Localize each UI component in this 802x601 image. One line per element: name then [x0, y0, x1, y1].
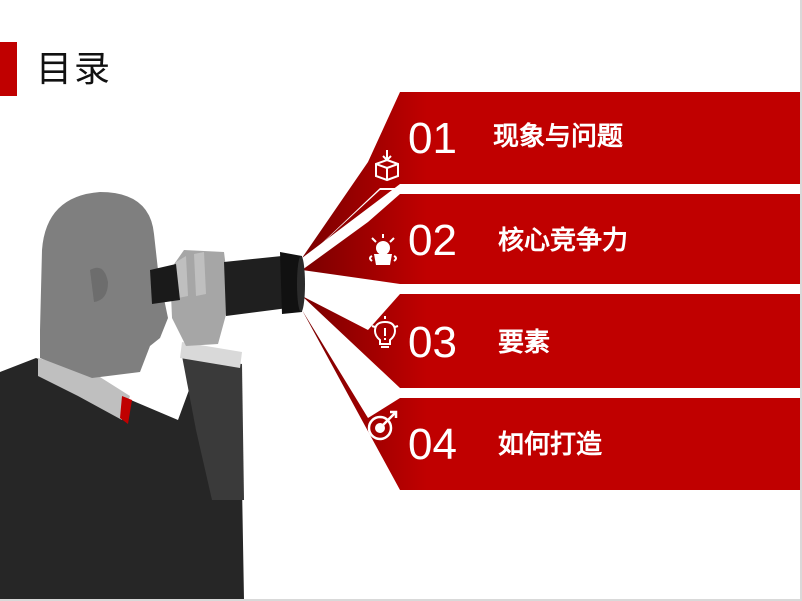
slide-bottom-border [0, 599, 802, 601]
item-4-label: 如何打造 [498, 430, 603, 460]
item-2-label: 核心竞争力 [498, 226, 629, 256]
target-icon [366, 408, 400, 442]
item-4-number: 04 [408, 420, 457, 469]
box-arrow-icon [370, 148, 404, 182]
item-3-label: 要素 [498, 328, 551, 358]
suit-body [0, 358, 244, 600]
shirt-collar [38, 358, 130, 420]
slide-title: 目录 [36, 49, 113, 90]
beam-2 [302, 194, 800, 284]
item-1-number: 01 [408, 114, 457, 163]
red-tie [120, 396, 132, 424]
beam-3 [302, 294, 800, 388]
beam-1 [302, 92, 800, 258]
shirt-cuff [180, 342, 242, 368]
title-accent-bar [0, 42, 17, 96]
beam-4 [302, 310, 800, 490]
item-2-number: 02 [408, 216, 457, 265]
item-3-number: 03 [408, 318, 457, 367]
brain-pot-icon [366, 234, 400, 268]
slide-right-border [800, 0, 802, 601]
item-1-label: 现象与问题 [493, 122, 624, 152]
lightbulb-icon [368, 316, 402, 350]
binoculars [150, 264, 180, 304]
